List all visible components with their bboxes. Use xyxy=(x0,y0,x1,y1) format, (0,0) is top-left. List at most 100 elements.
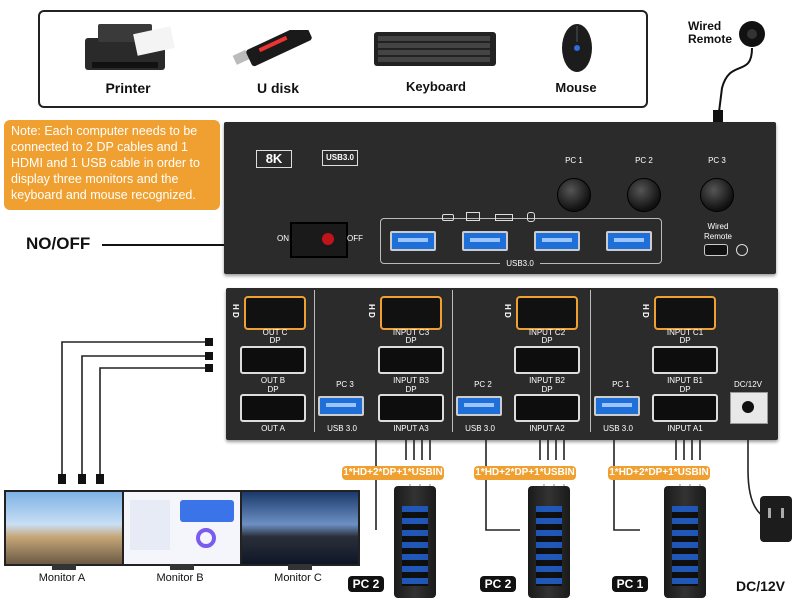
pc-middle-label: PC 2 xyxy=(480,576,516,592)
donut-chart-graphic xyxy=(196,528,216,548)
pc3-group-label: PC 3 xyxy=(336,380,354,389)
pc1-port-group xyxy=(590,290,725,432)
usb3-badge: USB3.0 xyxy=(322,150,358,166)
monitor-a-stand xyxy=(52,564,76,570)
pc-tower-middle xyxy=(528,486,570,598)
pc3-usb-port[interactable] xyxy=(318,396,364,416)
8k-badge: 8K xyxy=(256,150,292,168)
keyboard-port-icon xyxy=(495,214,513,221)
power-switch[interactable] xyxy=(290,222,348,258)
pc3-port-group xyxy=(314,290,449,432)
dc-12v-label: DC/12V xyxy=(736,578,786,594)
remote-plug-icon xyxy=(736,244,748,256)
usb-port-3[interactable] xyxy=(534,231,580,251)
input-b1-dp-label: DP xyxy=(679,336,691,345)
pc2-usb-port[interactable] xyxy=(456,396,502,416)
dashboard-card xyxy=(180,500,234,522)
input-a2-dp-label: DP xyxy=(541,385,553,394)
monitor-a-screen xyxy=(4,490,124,566)
pc2-hdmi-port[interactable] xyxy=(516,296,578,330)
input-a3-dp-label: DP xyxy=(405,385,417,394)
pc1-cable-label: 1*HD+2*DP+1*USBIN xyxy=(608,466,710,480)
note-box: Note: Each computer needs to be connecte… xyxy=(4,120,220,210)
pc2-group-label: PC 2 xyxy=(474,380,492,389)
power-switch-indicator xyxy=(322,233,334,245)
input-b2-dp-label: DP xyxy=(541,336,553,345)
input-a1-dp-label: DP xyxy=(679,385,691,394)
pc1-dp-a-port[interactable] xyxy=(652,394,718,422)
pc-tower-left xyxy=(394,486,436,598)
power-adapter-icon xyxy=(760,496,792,542)
keyboard-icon xyxy=(374,32,496,66)
dc-port-label: DC/12V xyxy=(733,380,762,389)
mouse-port-icon xyxy=(527,212,535,222)
pc1-dp-b-port[interactable] xyxy=(652,346,718,374)
pc3-cable-label: 1*HD+2*DP+1*USBIN xyxy=(342,466,444,480)
pc1-button[interactable] xyxy=(557,178,591,212)
hd-label-pc2: H D xyxy=(503,304,512,318)
out-a-dp-label: DP xyxy=(267,385,279,394)
pc2-port-group xyxy=(452,290,587,432)
out-c-hdmi-port[interactable] xyxy=(244,296,306,330)
pc2-button[interactable] xyxy=(627,178,661,212)
wired-remote-label: Wired Remote xyxy=(688,19,733,46)
monitor-b-stand xyxy=(170,564,194,570)
usb-drive-icon xyxy=(232,30,312,67)
out-b-label: OUT B xyxy=(260,376,286,385)
pc1-button-label: PC 1 xyxy=(565,156,583,165)
hd-label-pc1: H D xyxy=(641,304,650,318)
power-pointer-line xyxy=(102,244,290,246)
input-b2-label: INPUT B2 xyxy=(529,376,565,385)
pc-right-label: PC 1 xyxy=(612,576,648,592)
pc3-hdmi-port[interactable] xyxy=(380,296,442,330)
monitor-b-label: Monitor B xyxy=(156,572,204,584)
input-a3-label: INPUT A3 xyxy=(393,424,429,433)
pc2-button-label: PC 2 xyxy=(635,156,653,165)
wired-remote-port-label: Wired Remote xyxy=(703,222,732,241)
dc-jack xyxy=(742,401,754,413)
input-a1-label: INPUT A1 xyxy=(667,424,703,433)
wired-remote-port[interactable] xyxy=(704,244,728,256)
input-b3-dp-label: DP xyxy=(405,336,417,345)
input-b3-label: INPUT B3 xyxy=(393,376,429,385)
pc-left-label: PC 2 xyxy=(348,576,384,592)
pc3-dp-b-port[interactable] xyxy=(378,346,444,374)
out-b-dp-label: DP xyxy=(269,336,281,345)
pc2-usb-label: USB 3.0 xyxy=(465,424,495,433)
pc2-cable-label: 1*HD+2*DP+1*USBIN xyxy=(474,466,576,480)
hd-label-pc3: H D xyxy=(367,304,376,318)
mouse-icon xyxy=(562,24,592,72)
usb-port-2[interactable] xyxy=(462,231,508,251)
pc3-dp-a-port[interactable] xyxy=(378,394,444,422)
pc1-usb-port[interactable] xyxy=(594,396,640,416)
out-a-label: OUT A xyxy=(261,424,285,433)
pc3-usb-label: USB 3.0 xyxy=(327,424,357,433)
input-c1-label: INPUT C1 xyxy=(666,328,704,337)
monitor-c-screen xyxy=(240,490,360,566)
pc1-usb-label: USB 3.0 xyxy=(603,424,633,433)
dc-power-port[interactable] xyxy=(730,392,768,424)
out-a-dp-port[interactable] xyxy=(240,394,306,422)
input-b1-label: INPUT B1 xyxy=(667,376,703,385)
usb30-label: USB3.0 xyxy=(500,259,540,268)
out-b-dp-port[interactable] xyxy=(240,346,306,374)
pc3-button[interactable] xyxy=(700,178,734,212)
input-c2-label: INPUT C2 xyxy=(528,328,566,337)
on-label: ON xyxy=(277,234,289,243)
pc1-hdmi-port[interactable] xyxy=(654,296,716,330)
out-c-label: OUT C xyxy=(262,328,288,337)
udisk-port-icon xyxy=(442,214,454,221)
monitor-c-stand xyxy=(288,564,312,570)
monitor-a-label: Monitor A xyxy=(38,572,86,584)
pc2-dp-a-port[interactable] xyxy=(514,394,580,422)
pc2-dp-b-port[interactable] xyxy=(514,346,580,374)
hd-label-out: H D xyxy=(231,304,240,318)
usb-port-4[interactable] xyxy=(606,231,652,251)
pc-tower-right xyxy=(664,486,706,598)
printer-icon xyxy=(85,24,175,70)
monitor-b-screen xyxy=(122,490,242,566)
wired-remote-icon[interactable] xyxy=(700,18,780,128)
mouse-label: Mouse xyxy=(555,80,597,95)
usb-port-1[interactable] xyxy=(390,231,436,251)
power-label: NO/OFF xyxy=(26,234,91,253)
